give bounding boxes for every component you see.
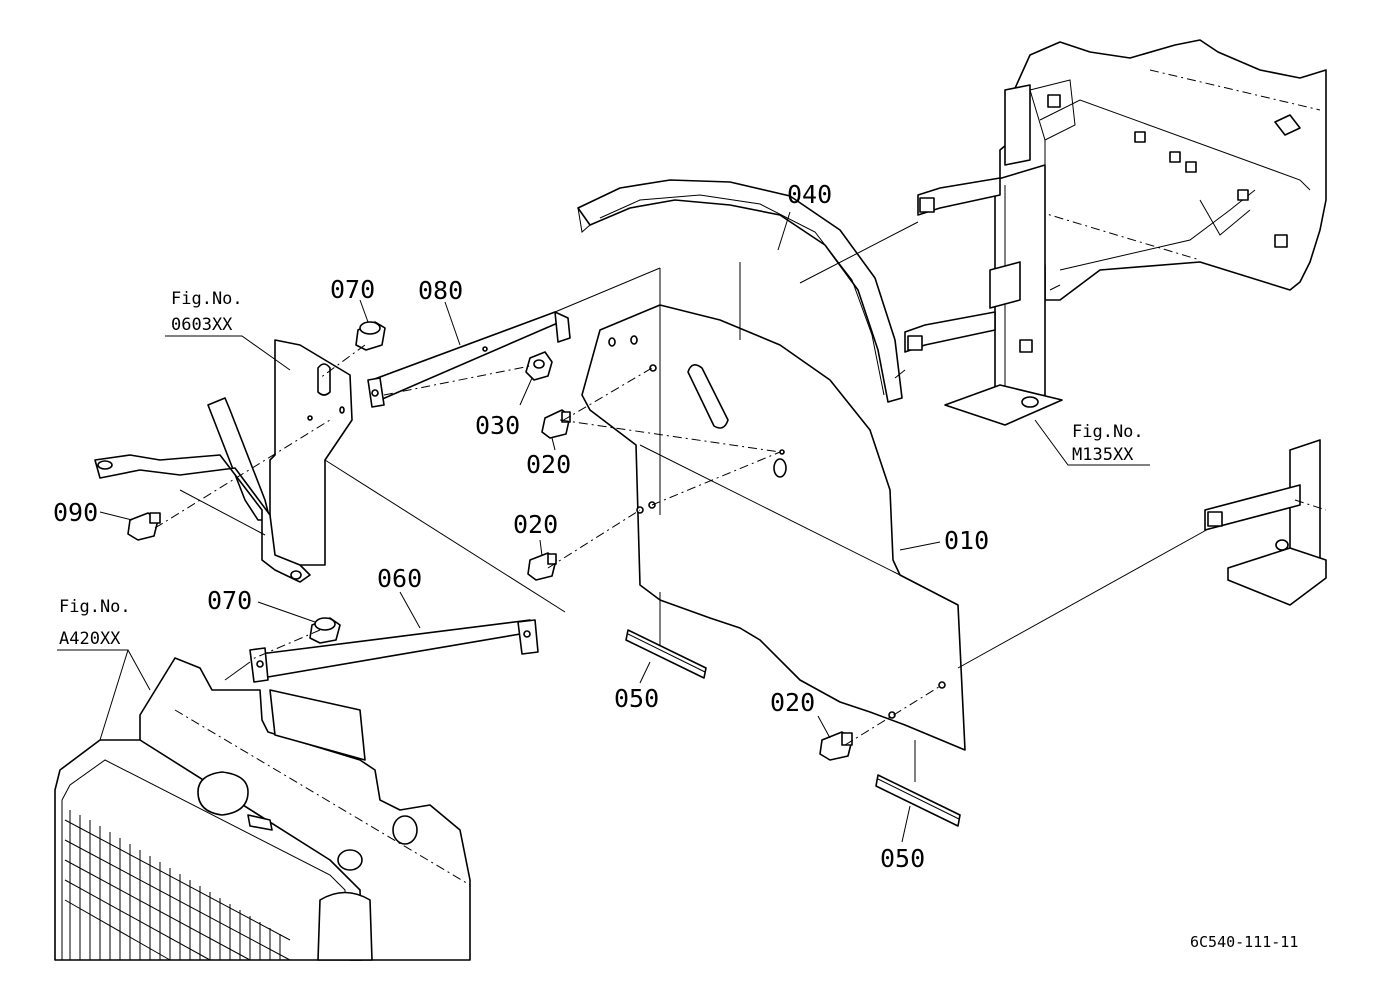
- callout-090: 090: [53, 498, 98, 527]
- fastener-020a: [541, 409, 571, 439]
- fastener-030: [525, 351, 553, 381]
- figure-reference-0603: Fig.No. 0603XX: [171, 289, 243, 335]
- part-010-baffle-plate: [581, 304, 966, 751]
- callout-030: 030: [475, 411, 520, 440]
- fastener-020b: [527, 552, 557, 581]
- callout-020-middle: 020: [513, 510, 558, 539]
- part-080-stay-bar: [367, 311, 571, 408]
- fastener-020c: [819, 731, 853, 761]
- fastener-090: [127, 512, 161, 541]
- figure-reference-number: A420XX: [59, 629, 121, 649]
- radiator-assembly: [54, 657, 471, 961]
- callout-labels: 040 070 080 030 020 090 020 010 060 070 …: [53, 180, 989, 873]
- part-040-seal-strip: [577, 179, 903, 403]
- callout-060: 060: [377, 564, 422, 593]
- callout-070-lower: 070: [207, 586, 252, 615]
- callout-080: 080: [418, 276, 463, 305]
- figure-reference-label: Fig.No.: [59, 597, 131, 617]
- fastener-070a: [355, 321, 386, 351]
- part-060-stay-bar: [249, 619, 539, 683]
- figure-reference-label: Fig.No.: [1072, 422, 1144, 442]
- callout-050-left: 050: [614, 684, 659, 713]
- callout-020-upper: 020: [526, 450, 571, 479]
- drawing-code: 6C540-111-11: [1190, 933, 1298, 951]
- callout-070-upper: 070: [330, 275, 375, 304]
- callout-020-lower: 020: [770, 688, 815, 717]
- leader-lines: [57, 211, 1150, 843]
- left-bracket-assembly: [94, 339, 353, 583]
- part-050-strip-b: [875, 774, 961, 827]
- figure-reference-a420: Fig.No. A420XX: [59, 597, 131, 649]
- figure-reference-number: 0603XX: [171, 315, 233, 335]
- figure-reference-number: M135XX: [1072, 445, 1134, 465]
- fastener-070b: [309, 617, 341, 644]
- part-050-strip-a: [625, 629, 707, 679]
- main-frame: [904, 39, 1327, 606]
- callout-050-right: 050: [880, 844, 925, 873]
- figure-reference-label: Fig.No.: [171, 289, 243, 309]
- callout-040: 040: [787, 180, 832, 209]
- radiator-core-grid: [64, 810, 291, 961]
- figure-reference-m135: Fig.No. M135XX: [1072, 422, 1144, 465]
- assembly-lines: [154, 221, 1211, 886]
- callout-010: 010: [944, 526, 989, 555]
